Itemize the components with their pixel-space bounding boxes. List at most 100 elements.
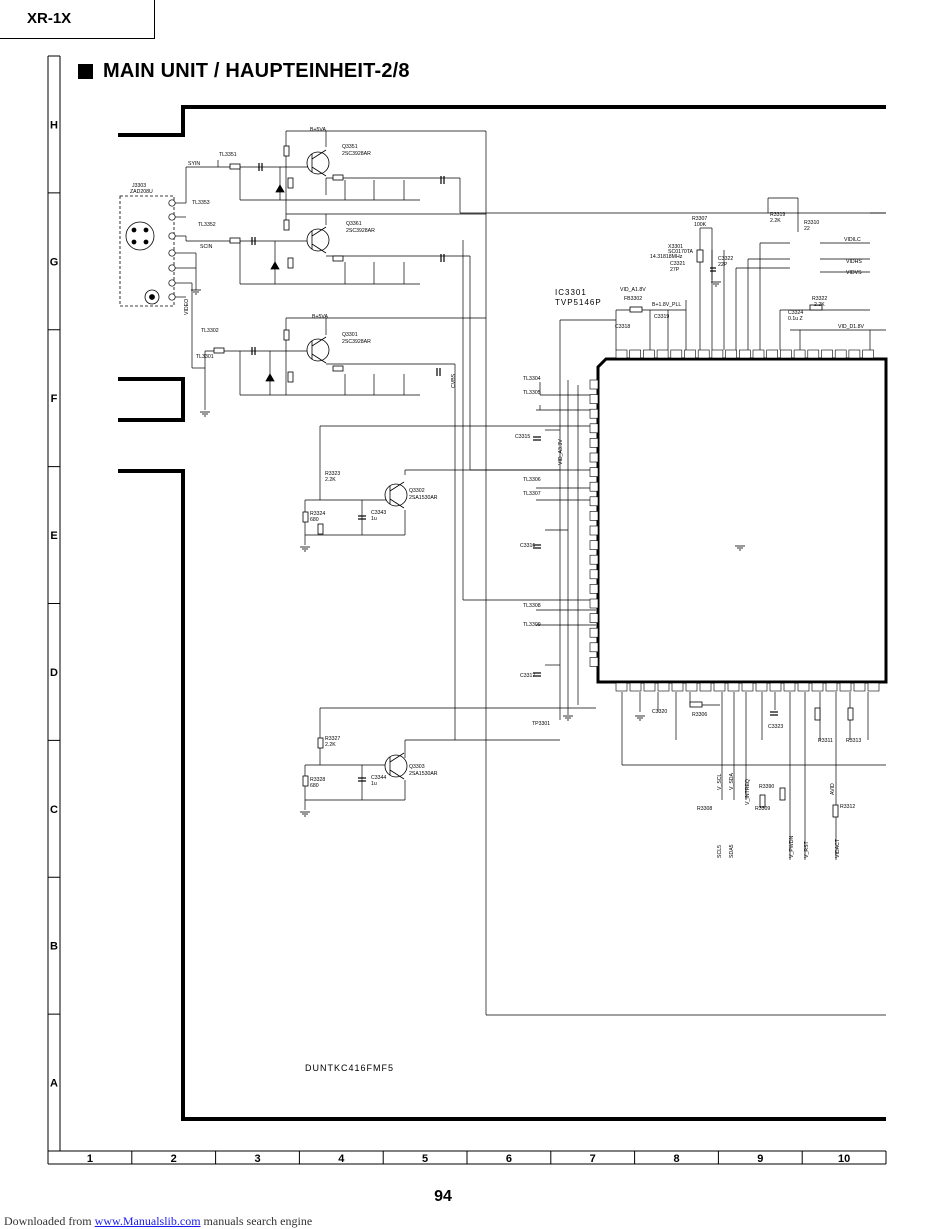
label-r3307: R3307 <box>692 216 707 222</box>
ic-pin-top <box>711 349 724 359</box>
grid-row-label: C <box>50 804 58 816</box>
label-sc-in: SCIN <box>200 244 213 250</box>
ic-pin-bottom <box>811 682 824 692</box>
ic-pin-left <box>589 627 599 638</box>
label-c3315: C3315 <box>515 434 530 440</box>
ground-icon <box>635 715 645 721</box>
ic-pin-left <box>589 598 599 609</box>
label-r3312: R3312 <box>840 804 855 810</box>
label-tl3353: TL3353 <box>192 200 210 206</box>
connector-pin <box>168 199 176 207</box>
ic-pin-top <box>793 349 806 359</box>
label-vid-hs: VIDHS <box>846 259 862 265</box>
grid-row-label: D <box>50 667 58 679</box>
label-c3344-val: 1u <box>371 781 377 787</box>
ic-pin-top <box>629 349 642 359</box>
label-tl3302: TL3302 <box>201 328 219 334</box>
ground-icon <box>563 715 573 721</box>
label-scl5: SCL5 <box>717 845 723 858</box>
ground-icon <box>300 811 310 817</box>
label-q3361-part: 2SC3928AR <box>346 228 375 234</box>
schematic-wiring <box>172 130 886 1016</box>
label-ic3301-part: TVP5146P <box>555 298 602 307</box>
label-r3306: R3306 <box>692 712 707 718</box>
ic-pin-top <box>780 349 792 359</box>
label-vid-ilc: VIDILC <box>844 237 861 243</box>
label-vid-d18: VID_D1.8V <box>838 324 864 330</box>
label-c3318: C3318 <box>615 324 630 330</box>
label-r3328-val: 680 <box>310 783 319 789</box>
ic-pin-bottom <box>741 682 754 692</box>
grid-col-label: 5 <box>422 1153 428 1165</box>
label-r3327-val: 2.2K <box>325 742 336 748</box>
model-label: XR-1X <box>27 10 72 27</box>
ic-pin-left <box>589 438 599 448</box>
ic-pin-left <box>589 467 599 477</box>
ic-pin-bottom <box>671 682 684 692</box>
ground-icon <box>191 289 201 295</box>
label-v-scl: V_SCL <box>717 773 723 790</box>
label-r3323-val: 2.2K <box>325 477 336 483</box>
connector-j3303-outline <box>119 195 175 307</box>
capacitor-symbols <box>251 163 778 782</box>
ic-pin-top <box>834 349 847 359</box>
ic-pin-bottom <box>839 682 852 692</box>
label-b18-pll: B+1.8V_PLL <box>652 302 681 308</box>
label-q3303: Q3303 <box>409 764 425 770</box>
ic-pin-left <box>589 408 599 419</box>
ic-pin-left <box>589 554 599 565</box>
board-outline <box>118 105 886 1121</box>
ic-pin-bottom <box>783 682 796 692</box>
ic-pin-bottom <box>657 682 670 692</box>
ic-pin-bottom <box>615 682 628 692</box>
label-q3301: Q3301 <box>342 332 358 338</box>
label-r3328: R3328 <box>310 777 325 783</box>
ic-pin-left <box>589 481 599 492</box>
footer: Downloaded from www.Manualslib.com manua… <box>4 1214 312 1229</box>
label-v-intreq: V_INTREQ <box>745 779 751 805</box>
ground-icon <box>200 411 210 417</box>
label-c3321: C3321 <box>670 261 685 267</box>
ic-pin-left <box>589 540 599 550</box>
grid-col-label: 8 <box>673 1153 679 1165</box>
ic-pin-top <box>656 349 669 359</box>
label-r3310-val: 22 <box>804 226 810 232</box>
ic-pin-top <box>752 349 765 359</box>
ic-pin-top <box>807 349 820 359</box>
ground-icon <box>300 546 310 552</box>
label-c3322: C3322 <box>718 256 733 262</box>
ic3301-pins <box>589 349 880 692</box>
ic-pin-left <box>589 452 599 463</box>
ic-pin-bottom <box>629 682 642 692</box>
label-r3319-val: 2.2K <box>770 218 781 224</box>
ic-pin-top <box>697 349 710 359</box>
label-r3310: R3310 <box>804 220 819 226</box>
grid-col-label: 7 <box>590 1153 596 1165</box>
label-r3308: R3308 <box>697 806 712 812</box>
label-tl3351: TL3351 <box>219 152 237 158</box>
ic-pin-bottom <box>643 682 656 692</box>
page-title-text: MAIN UNIT / HAUPTEINHEIT-2/8 <box>103 60 410 82</box>
label-r3324: R3324 <box>310 511 325 517</box>
label-video: VIDEO <box>184 299 190 315</box>
ground-symbols <box>191 281 745 817</box>
ic-pin-top <box>615 349 628 359</box>
page-title: MAIN UNIT / HAUPTEINHEIT-2/8 <box>78 60 410 83</box>
label-r3319: R3319 <box>770 212 785 218</box>
label-r3390: R3390 <box>759 784 774 790</box>
connector-pin <box>168 249 176 257</box>
footer-link[interactable]: www.Manualslib.com <box>94 1214 201 1228</box>
grid-row-label: F <box>51 393 58 405</box>
connector-pin <box>168 213 176 221</box>
grid-col-label: 6 <box>506 1153 512 1165</box>
label-r3322: R3322 <box>812 296 827 302</box>
ic-pin-left <box>589 511 599 521</box>
label-sy-in: SYIN <box>188 161 200 167</box>
label-c3343-val: 1u <box>371 516 377 522</box>
label-v-pwdn: V_PWDN <box>789 836 795 858</box>
grid-row-label: A <box>50 1078 58 1090</box>
connector-pin <box>168 232 176 240</box>
label-tl3352: TL3352 <box>198 222 216 228</box>
ic-pin-bottom <box>713 682 726 692</box>
label-q3301-part: 2SC3928AR <box>342 339 371 345</box>
